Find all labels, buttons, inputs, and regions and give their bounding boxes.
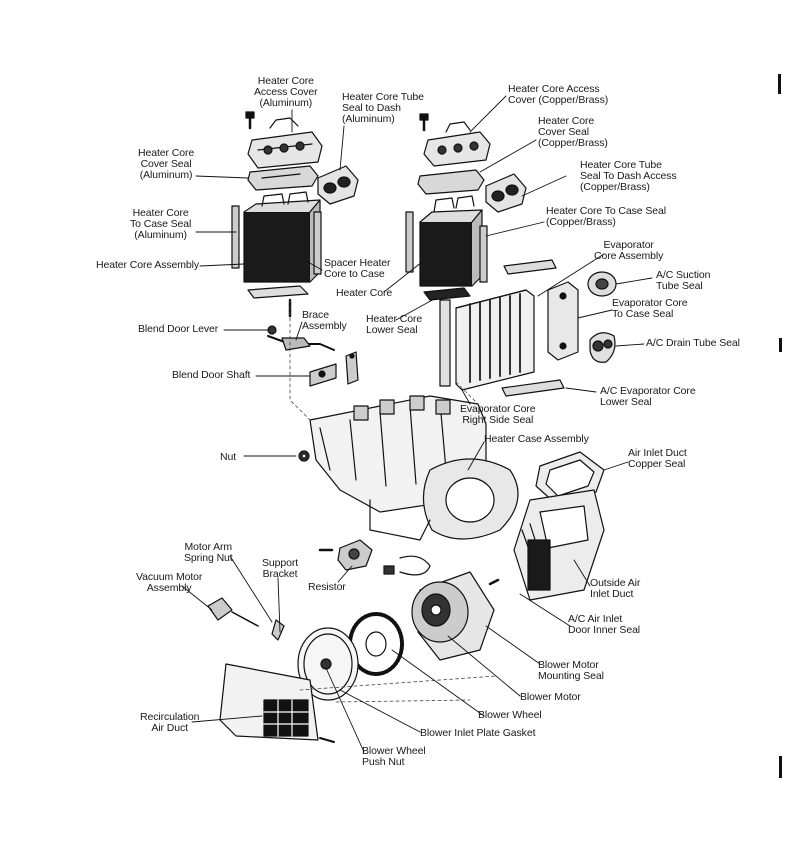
- heater-case-assembly: [309, 395, 519, 541]
- brace-assembly: [345, 351, 359, 385]
- label-blower-inlet-plate-gasket: Blower Inlet Plate Gasket: [420, 727, 536, 739]
- label-vacuum-motor-assembly: Vacuum Motor Assembly: [136, 571, 203, 594]
- label-heater-core-access-cover-copper: Heater Core Access Cover (Copper/Brass): [508, 83, 609, 106]
- label-spacer-heater-core: Spacer Heater Core to Case: [324, 257, 391, 280]
- label-blower-motor-mounting-seal: Blower Motor Mounting Seal: [538, 659, 604, 682]
- evaporator-core-to-case-seal: [547, 281, 579, 361]
- ac-evaporator-core-lower-seal: [501, 379, 565, 397]
- label-ac-air-inlet-door-seal: A/C Air Inlet Door Inner Seal: [568, 613, 641, 636]
- ac-suction-tube-seal: [587, 271, 617, 297]
- label-support-bracket: Support Bracket: [262, 557, 299, 580]
- ac-drain-tube-seal: [589, 332, 616, 363]
- case-seal-strip-copper-right: [479, 225, 488, 283]
- label-heater-core-case-seal-aluminum: Heater Core To Case Seal (Aluminum): [130, 207, 192, 241]
- label-heater-core-cover-seal-copper: Heater Core Cover Seal (Copper/Brass): [538, 115, 608, 149]
- evaporator-top-seal: [503, 259, 557, 275]
- label-evaporator-core-assembly: Evaporator Core Assembly: [594, 239, 664, 262]
- scan-edge-mark: [779, 338, 782, 352]
- blend-door-lever: [267, 325, 335, 351]
- label-brace-assembly: Brace Assembly: [302, 309, 347, 332]
- blower-wire-connector: [383, 555, 431, 576]
- label-heater-core: Heater Core: [336, 287, 393, 299]
- nut-small: [298, 450, 310, 462]
- case-seal-strip-copper-left: [405, 211, 414, 273]
- label-heater-core-assembly: Heater Core Assembly: [96, 259, 200, 271]
- heater-core-copper: [419, 195, 483, 287]
- label-outside-air-inlet-duct: Outside Air Inlet Duct: [590, 577, 641, 600]
- screw-inlet: [488, 578, 500, 586]
- label-blower-wheel: Blower Wheel: [478, 709, 542, 721]
- label-heater-core-case-seal-copper: Heater Core To Case Seal (Copper/Brass): [546, 205, 666, 228]
- scan-edge-mark: [779, 756, 782, 778]
- label-blower-wheel-push-nut: Blower Wheel Push Nut: [362, 745, 426, 768]
- heater-core-access-cover-aluminum: [247, 117, 323, 169]
- label-nut: Nut: [220, 451, 237, 463]
- case-seal-strip-aluminum-left: [231, 205, 240, 269]
- evaporator-core-assembly: [439, 289, 535, 391]
- label-heater-core-cover-seal-aluminum: Heater Core Cover Seal (Aluminum): [138, 147, 195, 181]
- label-ac-evaporator-core-lower-seal: A/C Evaporator Core Lower Seal: [600, 385, 696, 408]
- case-seal-strip-aluminum-right: [313, 211, 322, 275]
- heater-core-tube-seal-copper: [485, 173, 527, 213]
- label-evaporator-core-to-case-seal: Evaporator Core To Case Seal: [612, 297, 688, 320]
- label-heater-core-lower-seal: Heater Core Lower Seal: [366, 313, 423, 336]
- heater-core-cover-seal-aluminum: [247, 165, 319, 191]
- label-ac-drain-tube-seal: A/C Drain Tube Seal: [646, 337, 740, 349]
- heater-core-tube-seal-aluminum: [317, 165, 359, 205]
- spacer-plate-aluminum: [247, 285, 309, 299]
- screw-left-top: [245, 111, 255, 130]
- label-recirculation-air-duct: Recirculation Air Duct: [140, 711, 200, 734]
- label-heater-core-tube-seal-aluminum: Heater Core Tube Seal to Dash (Aluminum): [342, 91, 424, 125]
- vacuum-motor-assembly: [207, 597, 285, 641]
- label-heater-core-access-cover-aluminum: Heater Core Access Cover (Aluminum): [254, 75, 318, 109]
- label-evaporator-core-right-side-seal: Evaporator Core Right Side Seal: [460, 403, 536, 426]
- scan-edge-mark: [778, 74, 781, 94]
- heater-core-lower-seal: [423, 287, 471, 301]
- label-heater-case-assembly: Heater Case Assembly: [484, 433, 589, 445]
- label-ac-suction-tube-seal: A/C Suction Tube Seal: [656, 269, 711, 292]
- label-blend-door-lever: Blend Door Lever: [138, 323, 219, 335]
- blower-inlet-plate-gasket: [297, 627, 359, 701]
- recirculation-air-duct: [219, 663, 335, 743]
- heater-core-access-cover-copper: [423, 121, 491, 167]
- label-blower-motor: Blower Motor: [520, 691, 581, 703]
- label-resistor: Resistor: [308, 581, 346, 593]
- label-blend-door-shaft: Blend Door Shaft: [172, 369, 251, 381]
- heater-core-assembly-aluminum: [243, 191, 321, 283]
- heater-core-cover-seal-copper: [417, 169, 485, 195]
- blower-motor: [411, 581, 469, 643]
- label-air-inlet-duct-seal: Air Inlet Duct Copper Seal: [628, 447, 687, 470]
- label-motor-arm-spring-nut: Motor Arm Spring Nut: [184, 541, 233, 564]
- screw-right-top: [419, 113, 429, 132]
- label-heater-core-tube-seal-copper: Heater Core Tube Seal To Dash Access (Co…: [580, 159, 677, 193]
- blend-door-shaft: [309, 363, 337, 387]
- resistor: [318, 539, 373, 571]
